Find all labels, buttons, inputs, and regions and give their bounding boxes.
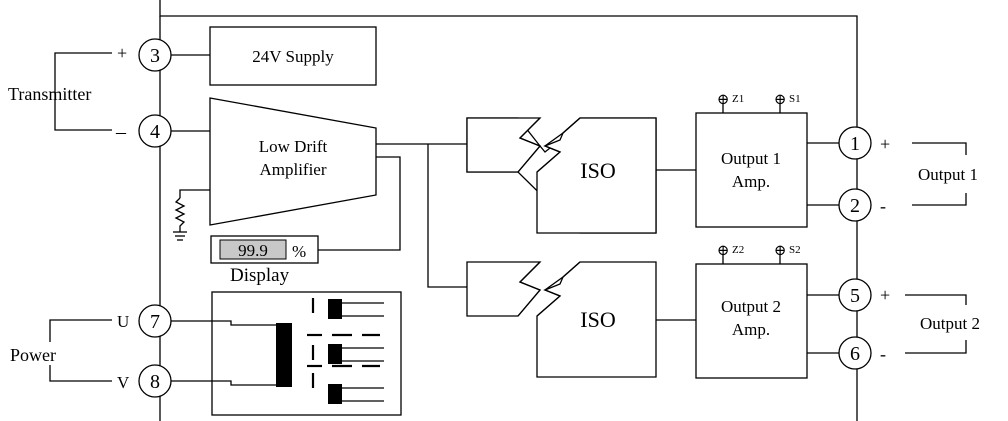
terminal-6-polarity: - — [880, 344, 886, 364]
output2-amp-label-line1: Output 2 — [721, 297, 781, 316]
output1-amp-label-line2: Amp. — [732, 172, 770, 191]
output2-label: Output 2 — [920, 314, 980, 333]
amp-display-wire — [318, 156, 401, 251]
transmitter-bracket — [54, 52, 112, 131]
s1-trim-icon: ⊕ — [774, 92, 787, 108]
primary-wire-bottom — [171, 380, 276, 386]
ground-resistor — [174, 197, 186, 232]
ground-wire — [179, 189, 210, 198]
iso-bottom-bolt-right — [536, 261, 581, 317]
s2-trim-icon: ⊕ — [774, 243, 787, 259]
iso-top-bolt-right — [536, 117, 581, 173]
supply-box — [209, 26, 377, 86]
terminal-3-number: 3 — [150, 45, 160, 67]
terminal-4-polarity: – — [115, 121, 127, 143]
terminal-6-number: 6 — [850, 343, 860, 365]
z2-trim-icon: ⊕ — [717, 243, 730, 259]
terminal-2-number: 2 — [850, 195, 860, 217]
z2-label: Z2 — [732, 244, 744, 256]
output1-label: Output 1 — [918, 165, 978, 184]
primary-wire-top — [171, 320, 276, 326]
low-drift-amplifier — [209, 97, 377, 226]
terminal-3-polarity: + — [117, 43, 127, 63]
terminal-8-number: 8 — [150, 371, 160, 393]
power-supply-box — [211, 291, 402, 416]
terminal-6 — [838, 336, 872, 370]
iso-top-bolt-left — [517, 117, 542, 173]
supply-label: 24V Supply — [252, 47, 334, 66]
iso-bottom-label: ISO — [580, 307, 615, 332]
terminal-5 — [838, 278, 872, 312]
output1-bracket-top — [912, 142, 967, 155]
z1-label: Z1 — [732, 93, 744, 105]
terminal-2-polarity: - — [880, 196, 886, 216]
terminal-7-polarity: U — [117, 312, 129, 331]
iso-block-bottom-left — [466, 261, 542, 317]
amplifier-label-line1: Low Drift — [259, 137, 328, 156]
terminal-8-polarity: V — [117, 373, 130, 392]
terminal-7-number: 7 — [150, 311, 160, 333]
terminal-4-number: 4 — [150, 121, 160, 143]
terminal-5-polarity: + — [880, 285, 890, 305]
transformer-secondaries — [307, 298, 384, 404]
power-bracket-top — [49, 319, 112, 342]
terminal-5-number: 5 — [850, 285, 860, 307]
iso-top-label: ISO — [580, 158, 615, 183]
output1-bracket-bottom — [912, 193, 967, 206]
z1-trim-icon: ⊕ — [717, 92, 730, 108]
amplifier-label-line2: Amplifier — [259, 160, 326, 179]
display-screen — [219, 239, 287, 260]
iso-bottom-bolt-left — [517, 261, 542, 317]
display-value: 99.9 — [238, 241, 268, 260]
output1-amp-box — [695, 112, 808, 228]
power-bracket-bottom — [49, 365, 112, 382]
terminal-1-polarity: + — [880, 134, 890, 154]
branch-wire-iso2 — [427, 144, 467, 288]
output2-amp-label-line2: Amp. — [732, 320, 770, 339]
s1-label: S1 — [789, 93, 801, 105]
output2-bracket-top — [905, 294, 967, 305]
output2-amp-box — [695, 263, 808, 379]
transmitter-label: Transmitter — [8, 84, 91, 104]
power-label: Power — [10, 345, 56, 365]
display-unit: % — [292, 242, 306, 261]
transformer-core — [276, 323, 292, 387]
output2-bracket-bottom — [905, 340, 967, 354]
terminal-1-number: 1 — [850, 133, 860, 155]
terminal-1 — [838, 126, 872, 160]
terminal-2 — [838, 188, 872, 222]
display-label: Display — [230, 265, 290, 286]
s2-label: S2 — [789, 244, 801, 256]
output1-amp-label-line1: Output 1 — [721, 149, 781, 168]
